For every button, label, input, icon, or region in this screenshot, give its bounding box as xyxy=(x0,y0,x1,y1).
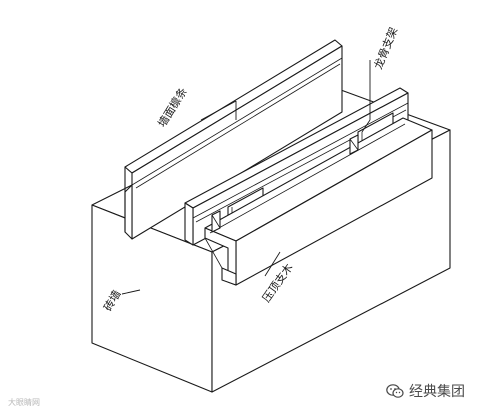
coping-cover xyxy=(204,117,433,286)
watermark-right-text: 经典集团 xyxy=(409,384,465,400)
purlin-end xyxy=(124,184,133,240)
leader-cornice xyxy=(200,100,237,121)
leader-coping xyxy=(264,251,281,277)
watermark-left: 大眼睛网 xyxy=(8,398,40,407)
purlin-channel xyxy=(124,39,343,240)
wechat-icon xyxy=(386,384,404,398)
leader-wall xyxy=(121,289,141,295)
coping-drip xyxy=(221,267,237,286)
leader-bracket-tip xyxy=(361,119,371,133)
label-clamp-bracket: 龙骨支架 xyxy=(372,25,401,71)
label-cornice-board: 墙面檩条 xyxy=(155,85,190,130)
bracket-end xyxy=(184,202,194,246)
watermark-right: 经典集团 xyxy=(386,381,465,401)
